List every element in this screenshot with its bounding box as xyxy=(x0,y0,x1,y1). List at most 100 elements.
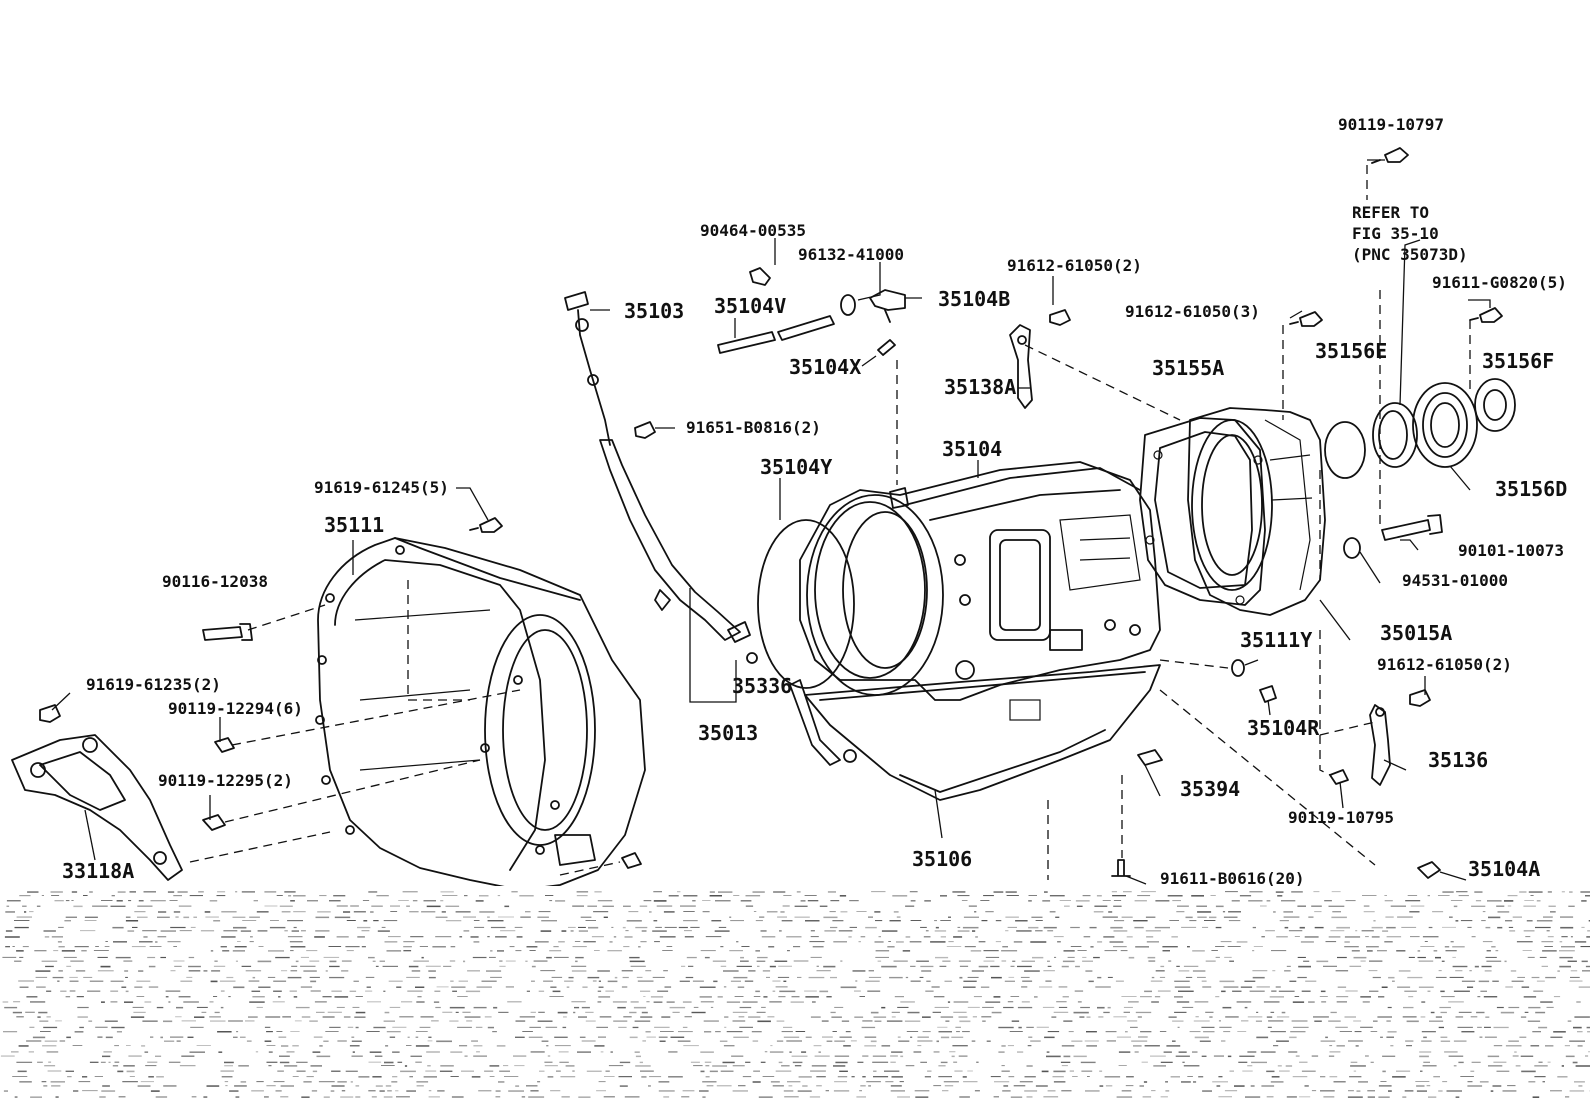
noise-dash xyxy=(1297,905,1306,907)
noise-dash xyxy=(1491,946,1496,948)
noise-dash xyxy=(885,1081,894,1083)
noise-dash xyxy=(366,986,371,988)
label-96132-41000[interactable]: 96132-41000 xyxy=(798,245,904,264)
noise-dash xyxy=(1003,1085,1009,1087)
noise-dash xyxy=(16,916,32,918)
noise-dash xyxy=(598,1081,606,1083)
noise-dash xyxy=(1561,936,1568,938)
label-35155a[interactable]: 35155A xyxy=(1152,356,1224,380)
noise-dash xyxy=(1266,1096,1274,1098)
label-90116-12038[interactable]: 90116-12038 xyxy=(162,572,268,591)
noise-dash xyxy=(587,905,597,907)
part-35156f-bearing[interactable] xyxy=(1474,378,1516,432)
label-35138a[interactable]: 35138A xyxy=(944,375,1016,399)
label-35336[interactable]: 35336 xyxy=(732,674,792,698)
noise-dash xyxy=(142,930,157,932)
label-90119-12294[interactable]: 90119-12294(6) xyxy=(168,699,303,718)
label-35111[interactable]: 35111 xyxy=(324,513,384,537)
label-35104b[interactable]: 35104B xyxy=(938,287,1010,311)
part-35156d-retainer[interactable] xyxy=(1412,382,1478,468)
label-91612-61050-a[interactable]: 91612-61050(2) xyxy=(1007,256,1142,275)
label-90464-00535[interactable]: 90464-00535 xyxy=(700,221,806,240)
label-90119-10795[interactable]: 90119-10795 xyxy=(1288,808,1394,827)
noise-dash xyxy=(683,1045,699,1047)
noise-dash xyxy=(423,1076,437,1078)
label-35104v[interactable]: 35104V xyxy=(714,294,786,318)
noise-dash xyxy=(1135,946,1149,948)
label-90119-12295[interactable]: 90119-12295(2) xyxy=(158,771,293,790)
noise-dash xyxy=(682,1090,695,1092)
part-35111-bell-housing[interactable] xyxy=(315,537,646,891)
part-35104y-gasket[interactable] xyxy=(757,519,855,689)
noise-dash xyxy=(852,970,866,972)
label-91651-b0816[interactable]: 91651-B0816(2) xyxy=(686,418,821,437)
part-35103-dipstick[interactable] xyxy=(564,291,611,446)
part-35104b-breather-plug[interactable] xyxy=(869,289,906,323)
label-35104y[interactable]: 35104Y xyxy=(760,455,832,479)
label-35015a[interactable]: 35015A xyxy=(1380,621,1452,645)
label-90119-10797[interactable]: 90119-10797 xyxy=(1338,115,1444,134)
noise-dash xyxy=(213,996,218,997)
noise-dash xyxy=(1442,891,1454,893)
part-35394-magnet[interactable] xyxy=(1137,749,1163,766)
label-91612-61050-3[interactable]: 91612-61050(3) xyxy=(1125,302,1260,321)
part-35111y-o-ring[interactable] xyxy=(1231,659,1245,677)
label-94531-01000[interactable]: 94531-01000 xyxy=(1402,571,1508,590)
part-35106-oil-pan[interactable] xyxy=(789,664,1161,801)
label-35156e[interactable]: 35156E xyxy=(1315,339,1387,363)
noise-dash xyxy=(1165,1090,1170,1092)
label-35156d[interactable]: 35156D xyxy=(1495,477,1567,501)
noise-dash xyxy=(643,900,652,902)
label-35104r[interactable]: 35104R xyxy=(1247,716,1320,740)
label-35156f[interactable]: 35156F xyxy=(1482,349,1554,373)
label-35013[interactable]: 35013 xyxy=(698,721,758,745)
noise-dash xyxy=(537,1020,553,1022)
noise-dash xyxy=(427,1065,431,1067)
label-35104a[interactable]: 35104A xyxy=(1468,857,1540,881)
noise-dash xyxy=(1532,1031,1541,1033)
noise-dash xyxy=(249,941,254,943)
part-35104x-clip[interactable] xyxy=(877,339,896,356)
label-35111y[interactable]: 35111Y xyxy=(1240,628,1312,652)
part-90464-clamp[interactable] xyxy=(749,267,771,286)
noise-dash xyxy=(1535,1011,1546,1014)
label-90101-10073[interactable]: 90101-10073 xyxy=(1458,541,1564,560)
part-35138a-lever[interactable] xyxy=(1009,324,1033,409)
part-33118a-bracket[interactable] xyxy=(11,734,183,881)
label-33118a[interactable]: 33118A xyxy=(62,859,134,883)
noise-dash xyxy=(315,930,330,932)
noise-dash xyxy=(578,926,586,928)
label-35104x[interactable]: 35104X xyxy=(789,355,861,379)
noise-dash xyxy=(390,911,398,912)
label-91611-b0616[interactable]: 91611-B0616(20) xyxy=(1160,869,1305,888)
label-91619-61245[interactable]: 91619-61245(5) xyxy=(314,478,449,497)
noise-dash xyxy=(538,911,551,913)
noise-dash xyxy=(1176,911,1185,913)
label-91612-61050-b[interactable]: 91612-61050(2) xyxy=(1377,655,1512,674)
label-35394[interactable]: 35394 xyxy=(1180,777,1240,801)
part-35104v-breather-tube[interactable] xyxy=(717,294,856,354)
label-35136[interactable]: 35136 xyxy=(1428,748,1488,772)
label-35103[interactable]: 35103 xyxy=(624,299,684,323)
noise-dash xyxy=(336,905,348,907)
label-35104[interactable]: 35104 xyxy=(942,437,1002,461)
noise-dash xyxy=(235,960,238,962)
noise-dash xyxy=(350,1081,353,1083)
part-35013-filler-tube[interactable] xyxy=(599,439,758,664)
label-35106[interactable]: 35106 xyxy=(912,847,972,871)
part-35156e-o-ring[interactable] xyxy=(1324,421,1366,479)
noise-dash xyxy=(521,1096,526,1098)
part-35104-transmission-case[interactable] xyxy=(799,461,1161,701)
noise-dash xyxy=(1110,926,1123,929)
noise-dash xyxy=(1511,980,1524,982)
label-91619-61235[interactable]: 91619-61235(2) xyxy=(86,675,221,694)
part-refer-seal[interactable] xyxy=(1372,402,1418,468)
noise-dash xyxy=(1017,1051,1024,1053)
label-91611-g0820[interactable]: 91611-G0820(5) xyxy=(1432,273,1567,292)
part-35104a-drain-plug[interactable] xyxy=(1417,861,1441,879)
noise-dash xyxy=(1314,911,1322,913)
part-35015a-extension-housing[interactable] xyxy=(1187,407,1326,616)
part-35136-lever[interactable] xyxy=(1369,704,1391,786)
noise-dash xyxy=(141,1045,146,1047)
noise-dash xyxy=(287,920,303,922)
